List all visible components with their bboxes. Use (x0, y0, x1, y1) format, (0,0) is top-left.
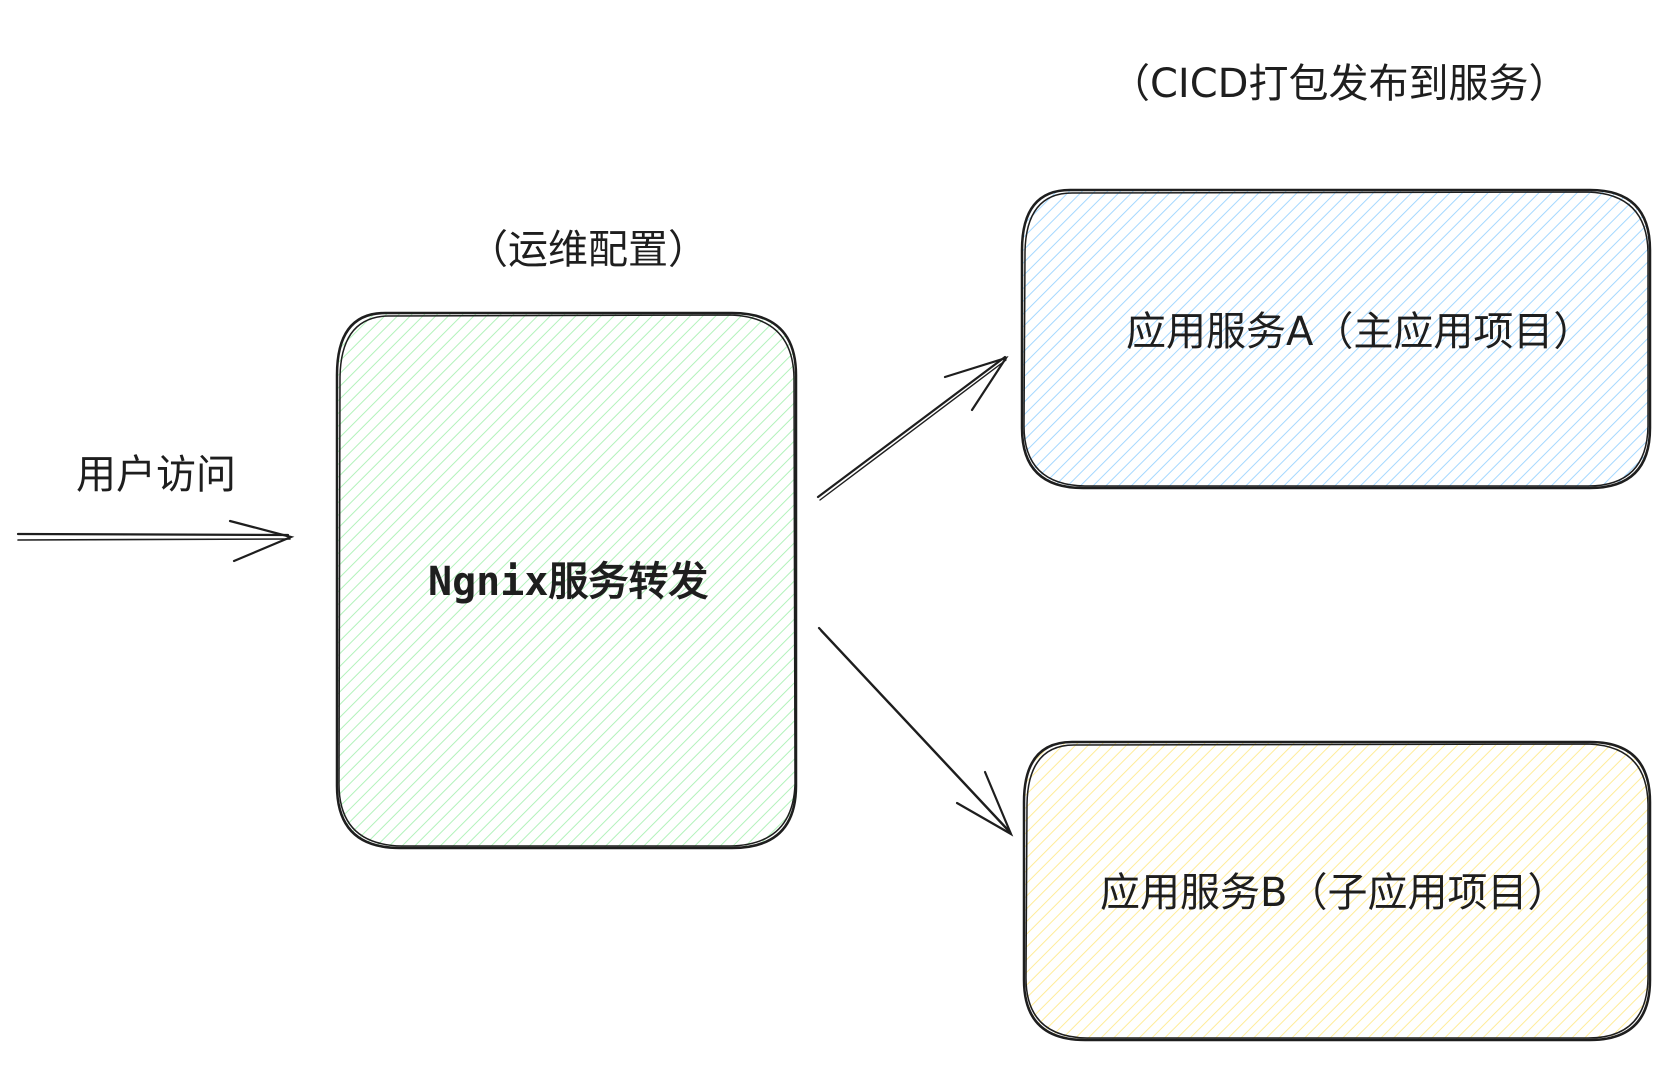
arrow-to-service-a (816, 355, 1009, 501)
service-a-label: 应用服务A（主应用项目） (1126, 309, 1594, 355)
service-b-box (1022, 740, 1652, 1042)
nginx-box (335, 311, 798, 850)
nginx-box-label: Ngnix服务转发 (428, 559, 709, 605)
input-arrow (16, 519, 295, 563)
arrow-to-service-b (817, 626, 1014, 837)
service-b-label: 应用服务B（子应用项目） (1100, 870, 1568, 916)
cicd-note-label: （CICD打包发布到服务） (1110, 61, 1569, 107)
service-a-box (1020, 188, 1652, 490)
user-access-label: 用户访问 (76, 452, 236, 498)
ops-config-label: （运维配置） (468, 227, 708, 273)
